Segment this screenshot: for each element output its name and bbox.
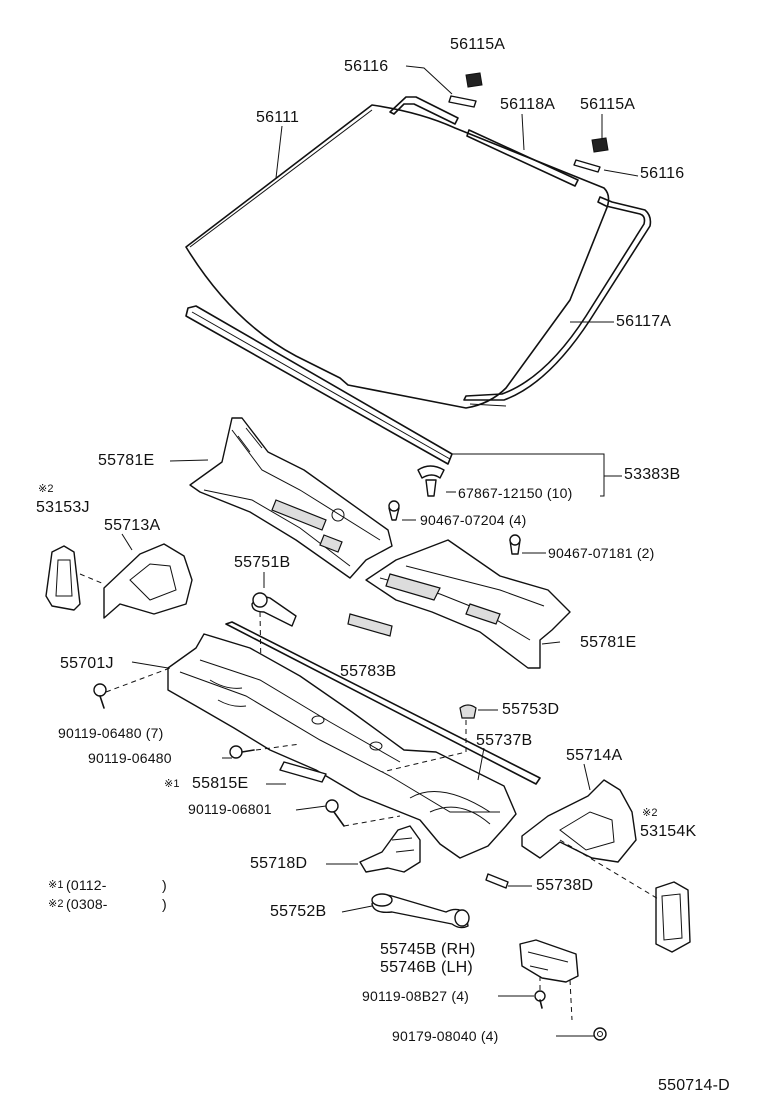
part-label-55781E-upper: 55781E — [98, 452, 155, 469]
part-label-55718D: 55718D — [250, 855, 308, 872]
cowl-panel-left — [189, 417, 393, 579]
part-label-56115A-right: 56115A — [580, 96, 636, 113]
part-label-90179-08040: 90179-08040 (4) — [392, 1028, 499, 1044]
cowl-panel-right — [365, 539, 571, 669]
part-label-56116-right: 56116 — [640, 165, 685, 182]
screen-55783B — [347, 613, 393, 637]
part-label-67867-12150: 67867-12150 (10) — [458, 485, 573, 501]
left-side-pieces — [45, 543, 193, 619]
part-label-56116-upper: 56116 — [344, 58, 389, 75]
part-label-90119-06480: 90119-06480 — [88, 750, 172, 766]
bracket-55718D — [359, 825, 421, 873]
part-label-53154K: 53154K — [640, 823, 697, 840]
note-2-close: ) — [162, 896, 167, 912]
bracket-55745B — [519, 939, 579, 1021]
part-label-55713A: 55713A — [104, 517, 161, 534]
small-parts — [279, 704, 509, 889]
part-label-56111: 56111 — [256, 109, 300, 126]
note-mark-53154K: ※2 — [642, 807, 658, 819]
part-label-55737B: 55737B — [476, 732, 533, 749]
part-label-90467-07181: 90467-07181 (2) — [548, 545, 655, 561]
part-label-56117A: 56117A — [616, 313, 672, 330]
part-label-55815E: 55815E — [192, 775, 249, 792]
hose-55752B — [371, 893, 470, 929]
upper-moulding — [389, 96, 652, 407]
clips-90467 — [388, 500, 521, 555]
part-label-90119-06801: 90119-06801 — [188, 801, 272, 817]
note-mark-53153J: ※2 — [38, 483, 54, 495]
note-1-range: (0112- — [66, 877, 107, 893]
part-label-55752B: 55752B — [270, 903, 327, 920]
part-label-55781E-lower: 55781E — [580, 634, 637, 651]
part-label-55745B: 55745B (RH) — [380, 941, 476, 958]
part-label-90119-08B27: 90119-08B27 (4) — [362, 988, 470, 1004]
note-1-close: ) — [162, 877, 167, 893]
bolt-90119-08B27 — [534, 990, 546, 1009]
spacer-pads — [448, 72, 609, 173]
lower-weatherstrip — [185, 305, 453, 465]
part-label-90119-06480-7: 90119-06480 (7) — [58, 725, 164, 741]
part-label-56118A: 56118A — [500, 96, 556, 113]
right-side-pieces — [521, 779, 691, 953]
clip-67867 — [417, 465, 445, 497]
note-1-mark: ※1 — [48, 879, 64, 891]
part-label-56115A-upper: 56115A — [450, 36, 506, 53]
note-2-mark: ※2 — [48, 898, 64, 910]
nut-90179-08040 — [593, 1027, 607, 1041]
cowl-top-panel — [167, 621, 541, 859]
note-mark-55815E: ※1 — [164, 778, 180, 790]
part-label-90467-07204: 90467-07204 (4) — [420, 512, 527, 528]
diagram-id: 550714-D — [658, 1077, 730, 1094]
part-label-55738D: 55738D — [536, 877, 594, 894]
part-label-53153J: 53153J — [36, 499, 90, 516]
part-label-55701J: 55701J — [60, 655, 114, 672]
part-label-55783B: 55783B — [340, 663, 397, 680]
part-label-55714A: 55714A — [566, 747, 623, 764]
part-label-55751B: 55751B — [234, 554, 291, 571]
part-label-55746B: 55746B (LH) — [380, 959, 473, 976]
bolts — [93, 667, 401, 827]
note-2-range: (0308- — [66, 896, 108, 912]
part-label-53383B: 53383B — [624, 466, 681, 483]
windshield-glass — [185, 104, 610, 409]
leader-lines — [121, 65, 639, 1037]
part-label-55753D: 55753D — [502, 701, 560, 718]
